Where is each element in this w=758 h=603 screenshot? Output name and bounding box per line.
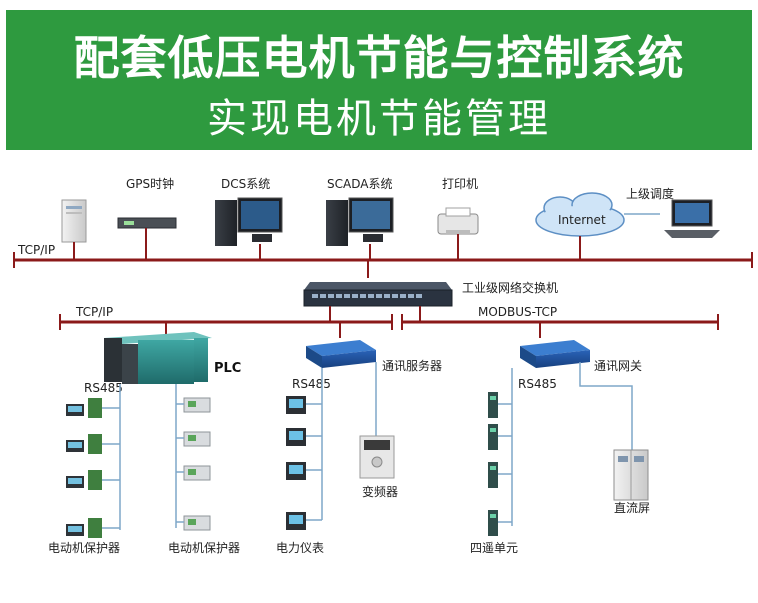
server-cabinet-icon bbox=[61, 199, 87, 243]
motor-protector-col2 bbox=[176, 397, 211, 531]
motor-protector-6 bbox=[183, 431, 211, 447]
motor-protector-1 bbox=[66, 398, 102, 418]
tcpip-bus-label: TCP/IP bbox=[75, 305, 113, 319]
switch-label: 工业级网络交换机 bbox=[462, 280, 558, 295]
power-meters bbox=[286, 396, 322, 530]
col2-label: 电动机保护器 bbox=[168, 541, 240, 555]
remote-unit-3 bbox=[488, 462, 498, 488]
banner-subtitle: 实现电机节能管理 bbox=[207, 96, 551, 142]
gps-label: GPS时钟 bbox=[126, 176, 174, 191]
modbus-bus-label: MODBUS-TCP bbox=[478, 305, 557, 319]
motor-protector-2 bbox=[66, 434, 102, 454]
inverter-label: 变频器 bbox=[362, 484, 398, 499]
remote-unit-4 bbox=[488, 510, 498, 536]
printer-label: 打印机 bbox=[442, 177, 478, 191]
comm-gateway-icon bbox=[520, 340, 590, 368]
power-meter-2 bbox=[286, 428, 306, 446]
col1-label: 电动机保护器 bbox=[48, 541, 120, 555]
power-meter-4 bbox=[286, 512, 306, 530]
title-banner: 配套低压电机节能与控制系统 实现电机节能管理 bbox=[6, 10, 752, 150]
scada-computer-icon bbox=[326, 197, 394, 246]
remote-unit-1 bbox=[488, 392, 498, 418]
inverter-icon bbox=[359, 435, 395, 479]
comm-server-icon bbox=[306, 340, 376, 368]
motor-protector-col1 bbox=[66, 398, 120, 538]
unit-label: 四遥单元 bbox=[470, 541, 518, 555]
server-rs485-label: RS485 bbox=[292, 377, 331, 391]
banner-title: 配套低压电机节能与控制系统 bbox=[73, 31, 685, 85]
remote-unit-2 bbox=[488, 424, 498, 450]
motor-protector-3 bbox=[66, 470, 102, 490]
meter-label: 电力仪表 bbox=[276, 541, 324, 555]
motor-protector-5 bbox=[183, 397, 211, 413]
gateway-label: 通讯网关 bbox=[594, 359, 642, 373]
upper-dispatch-label: 上级调度 bbox=[626, 186, 674, 201]
plc-label: PLC bbox=[214, 361, 241, 376]
dcs-label: DCS系统 bbox=[221, 177, 270, 191]
plc-icon bbox=[104, 332, 212, 384]
internet-cloud-icon bbox=[535, 192, 625, 237]
dcs-computer-icon bbox=[215, 197, 283, 246]
top-bus-label: TCP/IP bbox=[17, 243, 55, 257]
motor-protector-4 bbox=[66, 518, 102, 538]
power-meter-3 bbox=[286, 462, 306, 480]
remote-units bbox=[488, 392, 512, 536]
plc-rs485-label: RS485 bbox=[84, 381, 123, 395]
gateway-dc-link bbox=[579, 362, 633, 450]
gps-clock-icon bbox=[117, 217, 177, 229]
laptop-icon bbox=[664, 199, 720, 238]
server-label: 通讯服务器 bbox=[382, 358, 442, 373]
printer-icon bbox=[437, 207, 479, 235]
internet-label: Internet bbox=[558, 213, 606, 227]
dc-label: 直流屏 bbox=[614, 501, 650, 515]
network-switch-icon bbox=[303, 282, 453, 307]
power-meter-1 bbox=[286, 396, 306, 414]
dc-panel-icon bbox=[613, 449, 649, 501]
gateway-rs485-label: RS485 bbox=[518, 377, 557, 391]
motor-protector-8 bbox=[183, 515, 211, 531]
scada-label: SCADA系统 bbox=[327, 177, 392, 191]
motor-protector-7 bbox=[183, 465, 211, 481]
